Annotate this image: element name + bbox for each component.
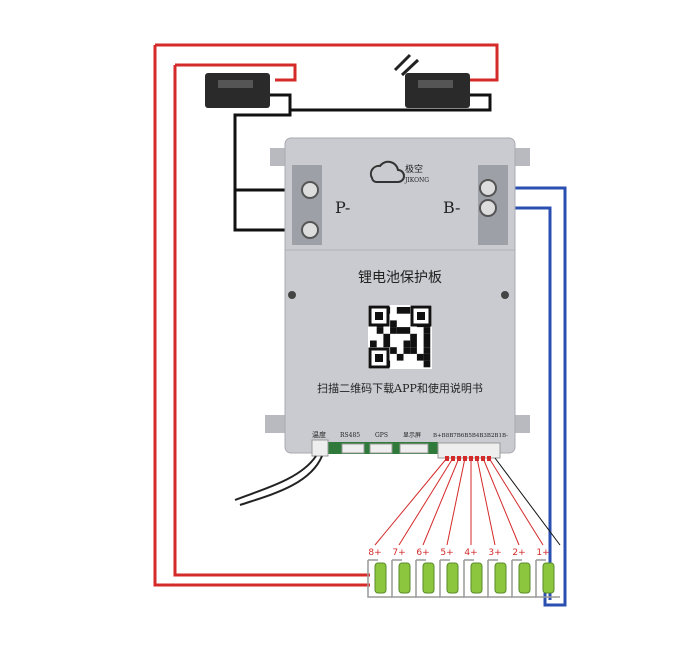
charger-device [405,73,470,108]
port-label-balance: B+B8B7B6B5B4B3B2B1B- [433,433,508,439]
port-label-rs485: RS485 [340,432,360,439]
charger-plug-icon [393,53,420,77]
cell-label: 1+ [536,548,549,558]
battery-cell: 6+ [415,548,440,598]
balance-wire [398,457,454,546]
balance-wire [374,457,448,546]
battery-cell: 5+ [439,548,464,598]
balance-wire [446,457,466,546]
battery-cell: 2+ [511,548,536,598]
cell-label: 2+ [512,548,525,558]
cloud-logo-icon [369,160,405,183]
balance-wire [482,457,520,546]
red-wires [153,43,499,587]
qr-code [368,305,432,369]
display-connector [399,443,429,454]
port-label-gps: GPS [375,432,388,439]
load-device [205,73,270,108]
p-minus-label: P- [335,198,350,217]
b-minus-label: B- [443,198,460,217]
cell-label: 4+ [464,548,477,558]
battery-pack: 8+ 7+ 6+ 5+ 4+ 3+ 2+ 1+ [367,548,560,598]
balance-wire [488,457,544,546]
balance-wire-bminus [494,457,561,546]
cell-label: 3+ [488,548,501,558]
balance-connector [437,442,501,459]
balance-wires [374,456,561,546]
battery-cell: 8+ [367,548,392,598]
cell-label: 8+ [368,548,381,558]
qr-caption: 扫描二维码下载APP和使用说明书 [317,381,483,395]
temp-connector [311,439,329,457]
balance-wire [476,457,496,546]
brand-cn: 极空 [405,163,423,175]
rs485-connector [341,443,365,454]
balance-wire [422,457,460,546]
battery-cell: 3+ [487,548,512,598]
board-title: 锂电池保护板 [358,270,442,286]
brand-en: JIKONG [404,177,429,184]
protection-board [265,137,530,454]
battery-cell: 7+ [391,548,416,598]
battery-cell: 4+ [463,548,488,598]
cell-label: 6+ [416,548,429,558]
gps-connector [369,443,393,454]
battery-cell: 1+ [535,548,560,598]
cell-label: 5+ [440,548,453,558]
port-label-display: 显示屏 [403,432,421,439]
cell-label: 7+ [392,548,405,558]
temp-sensor-wires [234,455,323,506]
port-label-temp: 温度 [312,430,326,439]
